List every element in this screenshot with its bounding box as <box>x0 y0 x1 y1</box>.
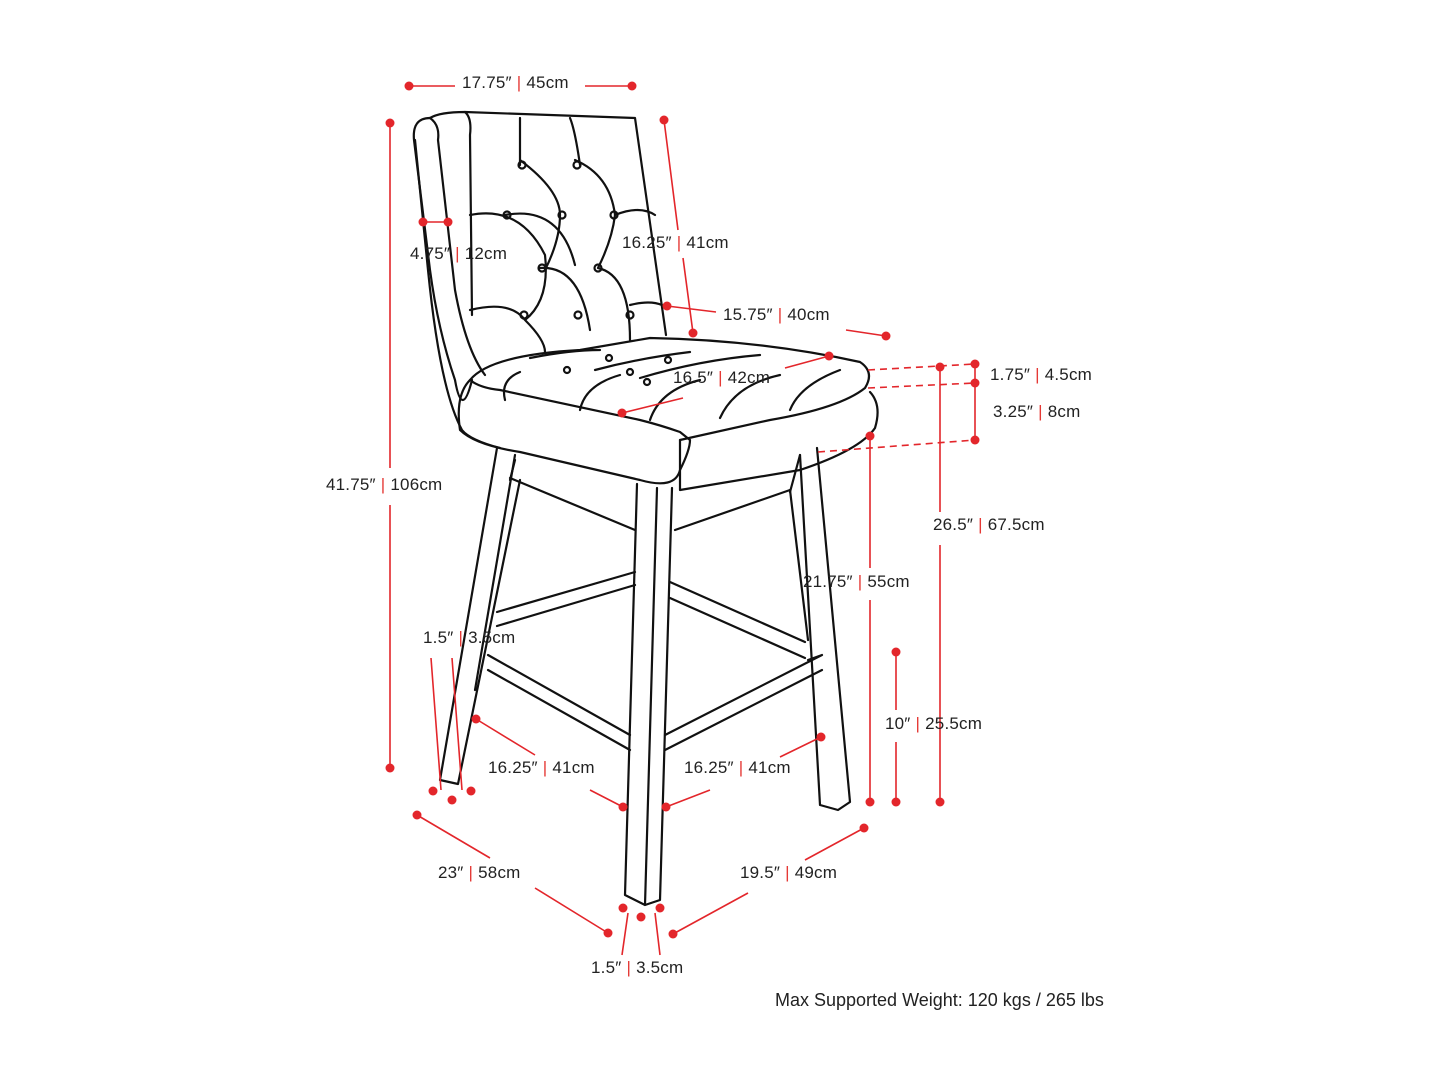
dimension-label-footrest-left: 16.25″|41cm <box>488 757 595 779</box>
inches: 1.5″ <box>591 958 622 977</box>
dimension-label-leg-width-front: 1.5″|3.5cm <box>591 957 683 979</box>
centimeters: 67.5cm <box>987 515 1045 534</box>
separator: | <box>915 714 921 733</box>
centimeters: 58cm <box>478 863 521 882</box>
inches: 16.25″ <box>488 758 538 777</box>
centimeters: 49cm <box>794 863 838 882</box>
inches: 1.75″ <box>990 365 1031 384</box>
dimension-label-seat-height: 26.5″|67.5cm <box>933 514 1045 536</box>
stool-outline <box>412 110 879 907</box>
centimeters: 40cm <box>787 305 830 324</box>
dimension-label-seat-thickness: 3.25″|8cm <box>993 401 1080 423</box>
inches: 21.75″ <box>803 572 853 591</box>
separator: | <box>738 758 744 777</box>
separator: | <box>718 368 723 387</box>
dimension-label-footrest-right: 16.25″|41cm <box>684 757 791 779</box>
inches: 26.5″ <box>933 515 974 534</box>
separator: | <box>978 515 983 534</box>
dimension-label-seat-depth: 15.75″|40cm <box>723 304 830 326</box>
centimeters: 41cm <box>748 758 791 777</box>
separator: | <box>458 628 464 647</box>
separator: | <box>777 305 783 324</box>
dimension-label-backrest-height: 16.25″|41cm <box>622 232 729 254</box>
inches: 16.25″ <box>684 758 734 777</box>
dimension-label-footrest-height: 10″|25.5cm <box>885 713 982 735</box>
centimeters: 3.5cm <box>636 958 684 977</box>
dimension-label-base-width: 19.5″|49cm <box>740 862 837 884</box>
inches: 3.25″ <box>993 402 1034 421</box>
centimeters: 8cm <box>1047 402 1081 421</box>
centimeters: 41cm <box>552 758 595 777</box>
centimeters: 25.5cm <box>925 714 983 733</box>
inches: 17.75″ <box>462 73 512 92</box>
centimeters: 42cm <box>727 368 771 387</box>
separator: | <box>676 233 682 252</box>
separator: | <box>1038 402 1043 421</box>
separator: | <box>455 244 460 263</box>
dimension-lines <box>389 85 976 956</box>
inches: 16.5″ <box>673 368 714 387</box>
dimension-label-seat-width: 16.5″|42cm <box>673 367 770 389</box>
separator: | <box>1035 365 1040 384</box>
centimeters: 4.5cm <box>1044 365 1093 384</box>
inches: 16.25″ <box>622 233 672 252</box>
dimension-label-leg-width-side: 1.5″|3.5cm <box>423 627 515 649</box>
centimeters: 55cm <box>867 572 910 591</box>
centimeters: 45cm <box>526 73 569 92</box>
dimension-label-backrest-width: 17.75″|45cm <box>462 72 569 94</box>
separator: | <box>468 863 474 882</box>
dimension-label-cushion-thickness: 1.75″|4.5cm <box>990 364 1092 386</box>
inches: 1.5″ <box>423 628 454 647</box>
separator: | <box>380 475 386 494</box>
centimeters: 12cm <box>464 244 508 263</box>
inches: 15.75″ <box>723 305 773 324</box>
centimeters: 3.5cm <box>468 628 516 647</box>
inches: 41.75″ <box>326 475 376 494</box>
separator: | <box>542 758 548 777</box>
inches: 23″ <box>438 863 464 882</box>
separator: | <box>785 863 790 882</box>
dimension-label-backrest-thickness: 4.75″|12cm <box>410 243 507 265</box>
separator: | <box>516 73 522 92</box>
inches: 10″ <box>885 714 911 733</box>
inches: 4.75″ <box>410 244 451 263</box>
dimension-label-total-height: 41.75″|106cm <box>326 474 442 496</box>
dimension-label-base-depth: 23″|58cm <box>438 862 521 884</box>
separator: | <box>626 958 632 977</box>
dimension-label-under-seat-height: 21.75″|55cm <box>803 571 910 593</box>
separator: | <box>857 572 863 591</box>
max-weight-note: Max Supported Weight: 120 kgs / 265 lbs <box>775 990 1104 1010</box>
centimeters: 41cm <box>686 233 729 252</box>
inches: 19.5″ <box>740 863 781 882</box>
centimeters: 106cm <box>390 475 443 494</box>
dimension-endpoints <box>385 81 980 939</box>
